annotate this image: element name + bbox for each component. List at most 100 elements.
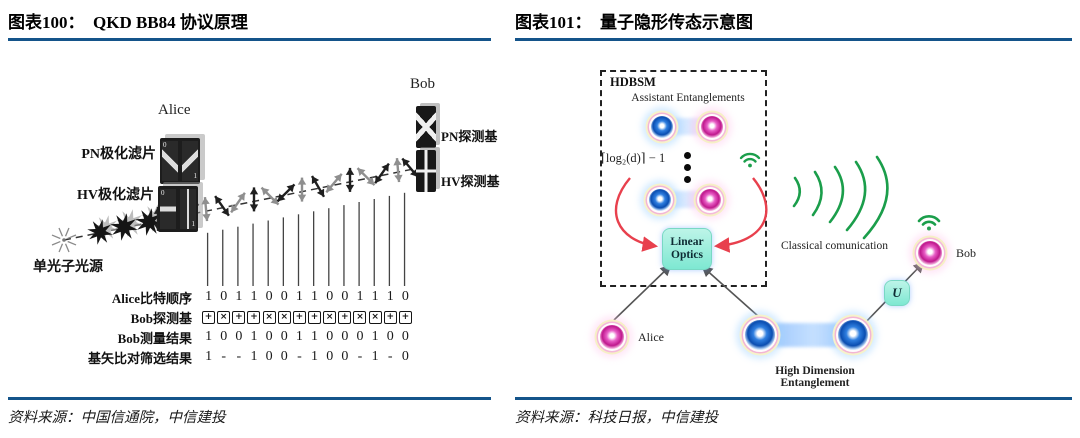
title-rule bbox=[8, 38, 491, 41]
bit-value: 0 bbox=[341, 289, 349, 304]
qkd-diagram: Alice Bob PN极化滤片 HV极化滤片 单光子光源 PN探测基 HV探测… bbox=[8, 50, 500, 390]
polarization-arrow bbox=[325, 173, 343, 194]
bit-value: 1 bbox=[295, 329, 303, 344]
bit-value: 0 bbox=[341, 329, 349, 344]
bit-value: 1 bbox=[386, 289, 394, 304]
bit-value: 0 bbox=[401, 349, 409, 364]
source-rule bbox=[515, 397, 1072, 400]
wifi-icon bbox=[917, 215, 941, 231]
basis-cell: + bbox=[337, 310, 352, 324]
photon-star bbox=[110, 209, 144, 241]
bit-value: 0 bbox=[401, 329, 409, 344]
filter-digit-zero: 0 bbox=[163, 141, 167, 149]
hv-filter-label: HV极化滤片 bbox=[77, 188, 154, 203]
entangled-photon-blue bbox=[838, 320, 868, 350]
qkd-row-label: 基矢比对筛选结果 bbox=[87, 350, 192, 366]
polarization-arrow bbox=[356, 167, 376, 186]
filter-digit-one: 1 bbox=[191, 220, 196, 228]
basis-cell: + bbox=[383, 310, 398, 324]
basis-cell: + bbox=[231, 310, 246, 324]
hv-detector-label: HV探测基 bbox=[441, 174, 500, 189]
basis-symbol: + bbox=[398, 310, 412, 324]
bit-value: 0 bbox=[386, 329, 394, 344]
basis-cell: + bbox=[307, 310, 322, 324]
filter-digit-one: 1 bbox=[193, 172, 198, 180]
bit-value: 1 bbox=[295, 289, 303, 304]
figure-101-title: 图表101： 量子隐形传态示意图 bbox=[515, 13, 753, 32]
log2d-formula: ⌈log₂(d)⌉ − 1 bbox=[601, 151, 666, 165]
basis-symbol: × bbox=[368, 310, 382, 324]
bit-value: - bbox=[297, 349, 302, 364]
filter-digit-zero: 0 bbox=[161, 189, 165, 197]
bit-value: 1 bbox=[311, 329, 319, 344]
ellipsis-dot bbox=[684, 152, 691, 159]
qkd-row-label: Bob探测基 bbox=[130, 310, 192, 326]
photon-source-label: 单光子光源 bbox=[33, 260, 103, 275]
filter-cell-vertical: 1 bbox=[180, 189, 196, 229]
pn-polarization-filter: 0 1 bbox=[160, 138, 200, 184]
bit-value: 0 bbox=[326, 349, 334, 364]
pn-detector-label: PN探测基 bbox=[441, 129, 498, 144]
basis-symbol: × bbox=[217, 310, 231, 324]
bit-value: 1 bbox=[205, 349, 213, 364]
bit-value: 0 bbox=[220, 289, 228, 304]
polarization-arrow bbox=[393, 158, 403, 183]
bob-photon bbox=[918, 241, 942, 265]
figure-100-title: 图表100： QKD BB84 协议原理 bbox=[8, 13, 248, 32]
bit-value: 1 bbox=[205, 289, 213, 304]
bit-value: 0 bbox=[265, 349, 273, 364]
pn-detector-block bbox=[416, 106, 436, 148]
bit-value: 1 bbox=[250, 329, 258, 344]
qkd-row-label: Bob测量结果 bbox=[117, 330, 192, 346]
ellipsis-dot bbox=[684, 176, 691, 183]
basis-symbol: + bbox=[308, 310, 322, 324]
bit-value: 0 bbox=[235, 329, 243, 344]
filter-cell-diagonal: 0 bbox=[162, 141, 178, 181]
polarization-arrow bbox=[214, 195, 230, 217]
basis-cell: × bbox=[277, 310, 292, 324]
basis-symbol: × bbox=[353, 310, 367, 324]
bit-value: 0 bbox=[265, 329, 273, 344]
polarization-arrow bbox=[310, 175, 326, 198]
bit-value: 1 bbox=[205, 329, 213, 344]
basis-symbol: + bbox=[202, 310, 216, 324]
bit-value: 1 bbox=[371, 349, 379, 364]
figure-101-source: 资料来源：科技日报，中信建投 bbox=[515, 410, 718, 426]
classical-wave-arcs bbox=[792, 155, 889, 240]
bit-value: 0 bbox=[326, 289, 334, 304]
bit-value: 1 bbox=[250, 349, 258, 364]
polarization-arrow bbox=[201, 197, 211, 222]
alice-label: Alice bbox=[158, 102, 191, 118]
polarization-arrow bbox=[276, 183, 296, 203]
assistant-entangled-pair bbox=[647, 107, 727, 147]
hv-detector-block bbox=[416, 150, 436, 192]
filter-cell-diagonal: 1 bbox=[182, 141, 198, 181]
basis-cell: + bbox=[398, 310, 413, 324]
basis-symbol: + bbox=[247, 310, 261, 324]
basis-cell: + bbox=[292, 310, 307, 324]
basis-symbol: + bbox=[383, 310, 397, 324]
bit-value: 1 bbox=[311, 349, 319, 364]
title-rule bbox=[515, 38, 1072, 41]
bob-label: Bob bbox=[410, 76, 436, 92]
classical-communication-label: Classical comunication bbox=[781, 240, 888, 252]
polarization-arrow bbox=[249, 187, 259, 212]
bit-value: 0 bbox=[280, 329, 288, 344]
bit-value: 0 bbox=[220, 329, 228, 344]
basis-symbol: + bbox=[232, 310, 246, 324]
bit-value: 1 bbox=[371, 289, 379, 304]
qkd-row-label: Alice比特顺序 bbox=[111, 290, 192, 306]
bit-value: 1 bbox=[371, 329, 379, 344]
hde-label: High Dimension Entanglement bbox=[775, 365, 855, 389]
bob-label: Bob bbox=[956, 246, 977, 260]
bit-value: 1 bbox=[356, 289, 364, 304]
figure-100-source: 资料来源：中国信通院，中信建投 bbox=[8, 410, 226, 426]
alice-label: Alice bbox=[638, 330, 664, 344]
bit-value: - bbox=[221, 349, 227, 364]
bit-value: - bbox=[236, 349, 242, 364]
bit-value: 1 bbox=[311, 289, 319, 304]
qkd-row-values: +×++××++×+××++ bbox=[201, 310, 413, 324]
basis-cell: + bbox=[246, 310, 261, 324]
